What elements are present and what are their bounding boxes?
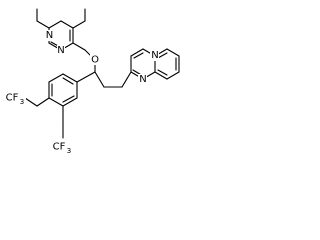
cf3-left-label: CF 3 [1,92,26,106]
atom-label-quinoxaline-n-bottom: N [138,74,147,85]
subscript-three: 3 [67,147,71,155]
atom-label-pyrimidine-n-bottom: N [57,45,65,56]
atom-label-quinoxaline-n-top: N [150,50,159,61]
atom-label-pyrimidine-n-top: N [46,30,53,41]
cf3-bottom-label: CF 3 [48,141,75,155]
atom-label-ether-o: O [90,54,99,66]
molecule-structure: N N O N N CF 3 CF 3 [1,8,180,155]
linker-chain [76,49,132,88]
nitrogen-label: N [57,45,64,56]
nitrogen-label: N [151,50,158,61]
subscript-three: 3 [20,98,24,106]
nitrogen-label: N [46,30,53,41]
cf-text: CF [53,142,66,153]
methyl-groups [36,8,86,22]
aryl-ring [48,73,78,107]
oxygen-label: O [91,55,99,66]
cf-text: CF [6,93,19,104]
cf3-bonds [24,97,64,139]
nitrogen-label: N [139,74,146,85]
